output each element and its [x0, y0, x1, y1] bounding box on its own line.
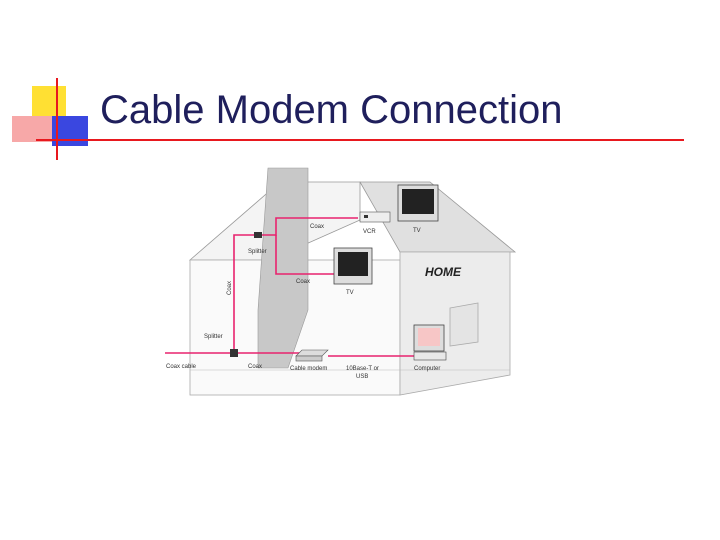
label-tv-middle: TV [346, 290, 354, 296]
yellow-square [32, 86, 66, 120]
label-coax-cable: Coax cable [166, 364, 197, 370]
label-10base-line2: USB [356, 374, 368, 380]
cable-modem-diagram: HOME Coax VCR TV Splitter Coax Coax TV S… [165, 167, 517, 396]
label-coax-vertical: Coax [227, 281, 233, 295]
slide-title: Cable Modem Connection [100, 88, 563, 132]
coax-to-splitter-top [233, 234, 255, 353]
label-tv-top: TV [413, 228, 421, 234]
label-coax-top: Coax [310, 224, 324, 230]
label-10base-line1: 10Base-T or [346, 366, 379, 372]
label-coax-middle: Coax [296, 279, 310, 285]
tv-middle-device [333, 247, 373, 285]
home-label: HOME [425, 265, 462, 279]
coax-to-vcr [260, 217, 358, 236]
title-decoration [12, 78, 684, 160]
splitter-top-device [254, 232, 262, 238]
tv-top-device [397, 184, 439, 222]
cable-modem-device [295, 349, 329, 362]
vcr-device [359, 211, 391, 223]
pink-square [12, 116, 52, 142]
cables [165, 217, 422, 357]
label-cable-modem: Cable modem [290, 366, 327, 372]
label-splitter-top: Splitter [248, 249, 267, 255]
label-vcr: VCR [363, 229, 376, 235]
computer-device [413, 324, 447, 361]
label-coax-bottom: Coax [248, 364, 262, 370]
splitter-bottom-device [230, 349, 238, 357]
label-computer: Computer [414, 366, 440, 372]
house-side-window [449, 302, 479, 347]
label-splitter-bottom: Splitter [204, 334, 223, 340]
coax-to-tv-middle [275, 235, 334, 275]
